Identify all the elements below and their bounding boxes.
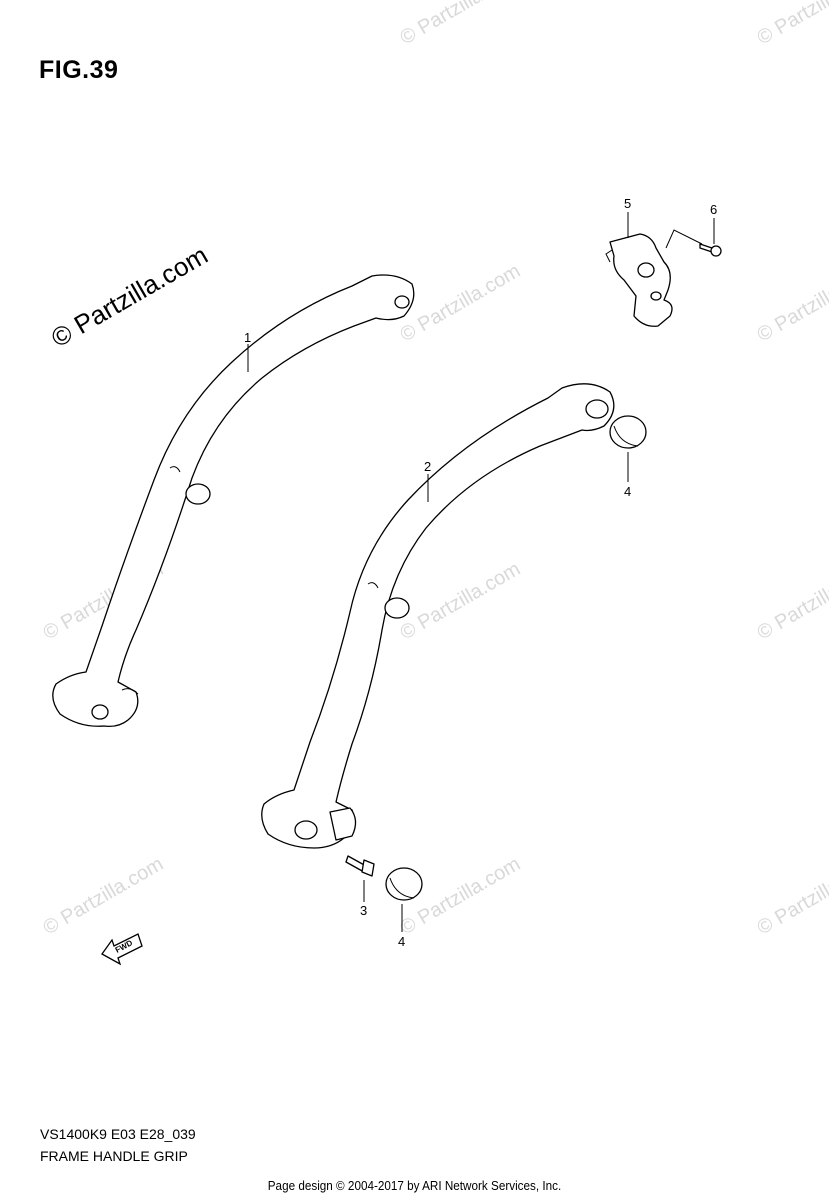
callout-6: 6: [710, 202, 717, 217]
part-4-cap-upper: [609, 415, 647, 449]
watermark: © Partzilla.com: [754, 260, 829, 346]
part-5-bracket: [605, 233, 673, 327]
figure-code: VS1400K9 E03 E28_039: [40, 1126, 196, 1142]
leader-lines: [247, 212, 715, 932]
figure-title: FIG.39: [39, 56, 119, 84]
part-1-left-handle-grip: [52, 274, 415, 728]
part-4-cap-lower: [385, 867, 423, 901]
part-6-screw: [665, 229, 722, 257]
figure-caption: FRAME HANDLE GRIP: [40, 1148, 188, 1164]
watermark: © Partzilla.com: [754, 853, 829, 939]
watermark: © Partzilla.com: [754, 0, 829, 49]
callout-1: 1: [244, 330, 251, 345]
callout-2: 2: [424, 459, 431, 474]
watermark: © Partzilla.com: [397, 558, 525, 644]
page-footer: Page design © 2004-2017 by ARI Network S…: [267, 1178, 562, 1193]
watermark: © Partzilla.com: [40, 853, 168, 939]
watermark: © Partzilla.com: [754, 558, 829, 644]
watermark: © Partzilla.com: [397, 260, 525, 346]
part-3-bolt: [345, 855, 375, 877]
watermark: © Partzilla.com: [397, 0, 525, 49]
callout-4-lower: 4: [398, 934, 405, 949]
fwd-arrow-icon: FWD: [101, 933, 143, 966]
watermark-main: © Partzilla.com: [46, 240, 213, 354]
part-2-right-handle-grip: [261, 383, 615, 849]
callout-4-upper: 4: [624, 484, 631, 499]
callout-labels: 1 2 3 4 4 5 6: [244, 196, 717, 949]
callout-3: 3: [360, 903, 367, 918]
callout-5: 5: [624, 196, 631, 211]
